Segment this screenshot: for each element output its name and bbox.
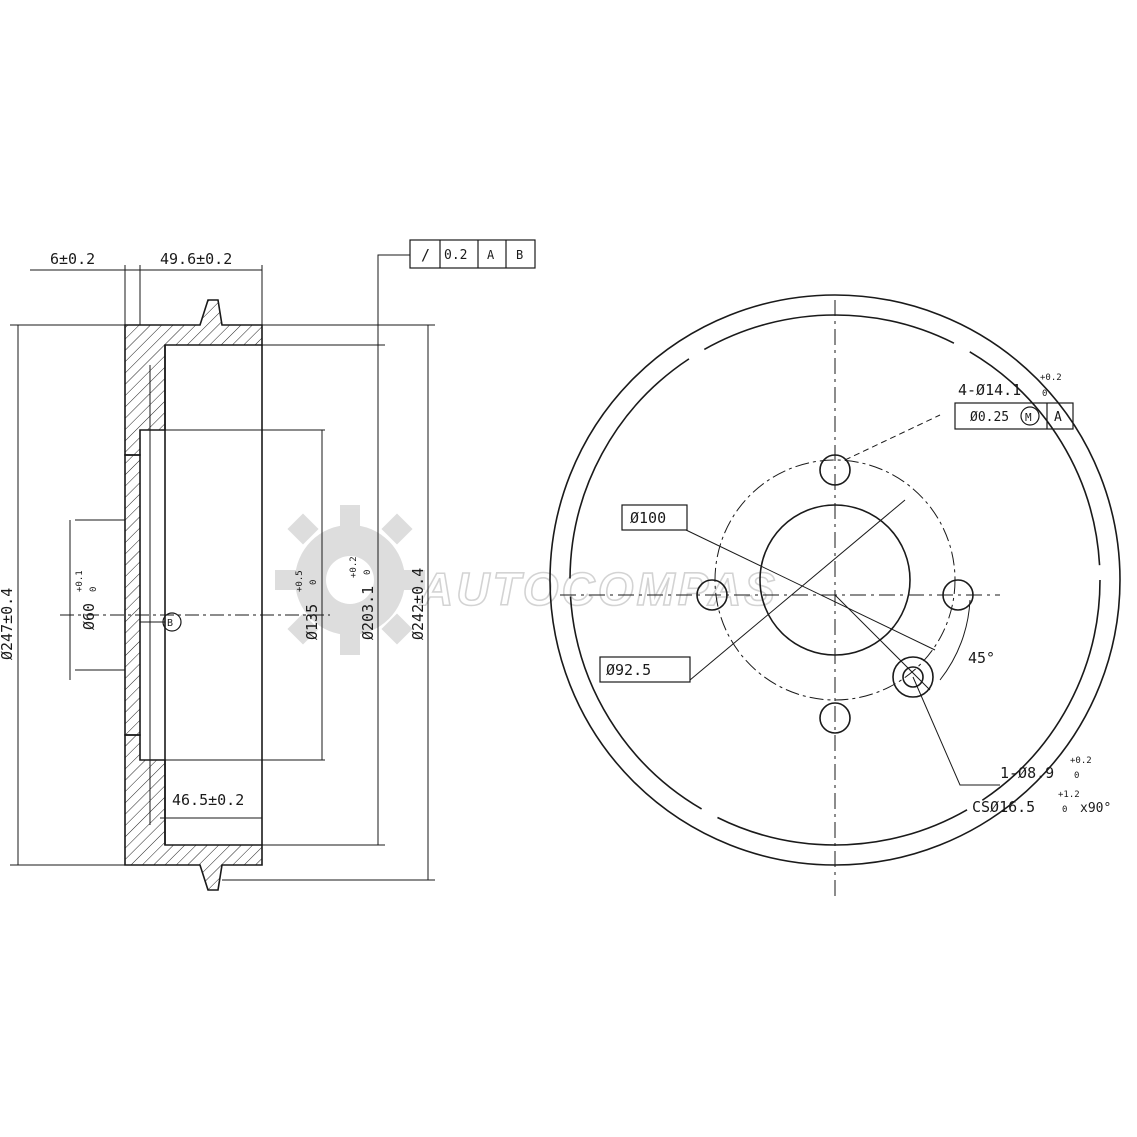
- bolt-holes-label: 4-Ø14.1: [958, 381, 1021, 399]
- dim-inner-depth: 46.5±0.2: [172, 791, 244, 809]
- bolt-holes-tol: +0.2: [1040, 373, 1062, 383]
- position-fcf-box: [954, 402, 1074, 430]
- side-section-view: B: [10, 239, 536, 891]
- small-hole-tol-low: 0: [1074, 771, 1079, 781]
- dim-bore-203: Ø203.1: [359, 586, 377, 640]
- dim-bore-135: Ø135: [303, 604, 321, 640]
- bolt-holes-tol-low: 0: [1042, 389, 1047, 399]
- bolt-hole-bottom: [819, 702, 851, 734]
- bolt-hole-right: [942, 579, 974, 611]
- dim-hub-bore-tol-low: 0: [89, 587, 99, 592]
- fcf-frame: [409, 239, 536, 269]
- dim-hub-bore: Ø60: [80, 603, 98, 630]
- fcf-value: 0.2: [444, 248, 467, 263]
- drum-section-bottom: [124, 734, 263, 891]
- dim-overall: Ø247±0.4: [0, 588, 16, 660]
- countersink-angle: x90°: [1080, 801, 1111, 816]
- countersink-hole-inner: [902, 666, 924, 688]
- dim-bore-135-tol: +0.5: [295, 570, 305, 592]
- datum-b-balloon: [162, 612, 182, 632]
- position-datum: A: [1054, 410, 1062, 425]
- dim-bore-203-tol: +0.2: [349, 556, 359, 578]
- small-hole-label: 1-Ø8.9: [1000, 764, 1054, 782]
- dim-total-depth: 49.6±0.2: [160, 250, 232, 268]
- pcd-box: [621, 504, 688, 531]
- fcf-datum-b: B: [516, 248, 523, 262]
- front-view: [549, 294, 1121, 900]
- dim-outer-242: Ø242±0.4: [409, 568, 427, 640]
- small-hole-tol: +0.2: [1070, 756, 1092, 766]
- bolt-hole-top: [819, 454, 851, 486]
- bolt-hole-left: [696, 579, 728, 611]
- side-view-dimensions: 6±0.2 49.6±0.2 46.5±0.2 Ø247±0.4 Ø60 +0.…: [0, 246, 523, 809]
- center-bore-box: [599, 656, 691, 683]
- dim-bore-135-tol-low: 0: [309, 580, 319, 585]
- dim-flange-thickness: 6±0.2: [50, 250, 95, 268]
- countersink-hole-outer: [892, 656, 934, 698]
- countersink-tol-low: 0: [1062, 805, 1067, 815]
- hub-plate-section: [124, 454, 141, 736]
- pcd-label: Ø100: [630, 509, 666, 527]
- watermark: AUTOCOMPAS: [275, 505, 778, 655]
- datum-b-label: B: [167, 618, 173, 629]
- drum-section-top: [124, 299, 263, 456]
- fcf-symbol: /: [421, 246, 430, 264]
- front-view-dimensions: Ø100 Ø92.5 45° 4-Ø14.1 +0.2 0 Ø0.25 M A …: [606, 373, 1111, 816]
- angle-label: 45°: [968, 649, 995, 667]
- dim-hub-bore-tol: +0.1: [75, 570, 85, 592]
- center-bore-label: Ø92.5: [606, 661, 651, 679]
- position-modifier: M: [1025, 411, 1032, 424]
- countersink-label: CSØ16.5: [972, 798, 1035, 816]
- dim-bore-203-tol-low: 0: [363, 570, 373, 575]
- countersink-tol: +1.2: [1058, 790, 1080, 800]
- watermark-text: AUTOCOMPAS: [419, 563, 778, 615]
- fcf-datum-a: A: [487, 248, 495, 262]
- position-tol-label: Ø0.25: [970, 410, 1009, 425]
